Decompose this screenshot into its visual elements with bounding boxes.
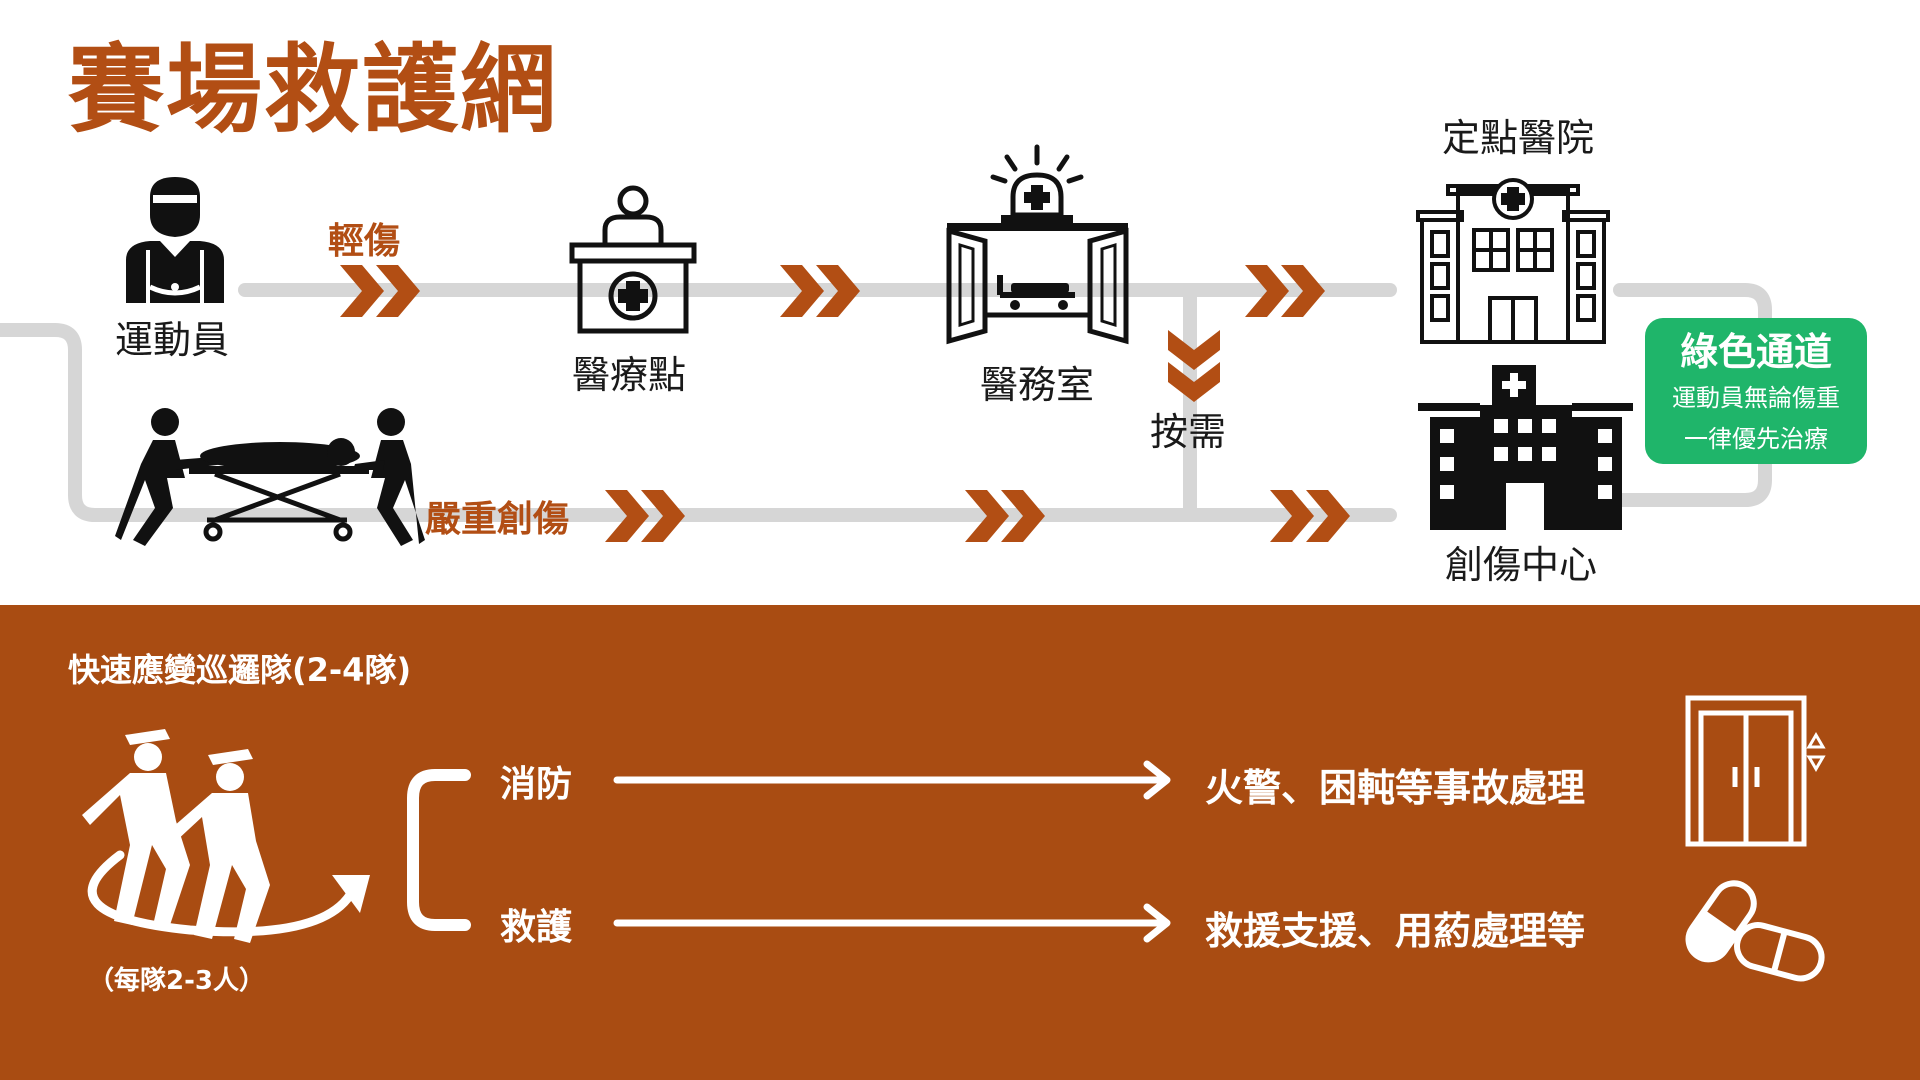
athlete-icon [126,177,224,303]
arrow-right-icon [613,760,1171,800]
chevron-right-icon [340,265,420,317]
trauma-center-icon [1418,365,1633,530]
minor-injury-label: 輕傷 [328,221,401,262]
as-needed-label: 按需 [1150,410,1227,454]
chevron-right-icon [605,490,685,542]
patrol-team-icon [82,729,370,943]
fire-desc: 火警、困軘等事故處理 [1205,766,1586,810]
stretcher-bearers-icon [115,408,425,546]
chevron-right-icon [965,490,1045,542]
chevron-down-icon [1168,330,1220,402]
medical-point-label: 醫療點 [572,353,687,397]
chevron-right-icon [1245,265,1325,317]
patrol-section: 快速應變巡邏隊(2-4隊) （每隊2-3人） 消防 火警、困軘等事故處理 [0,605,1920,1080]
rescue-label: 救護 [500,907,573,948]
severe-trauma-label: 嚴重創傷 [425,499,570,540]
athlete-label: 運動員 [115,318,230,362]
page-title: 賽場救護網 [68,34,558,146]
green-channel-line1: 運動員無論傷重 [1672,383,1840,412]
bracket-shape [407,769,471,931]
rescue-desc: 救援支援、用葯處理等 [1205,909,1586,953]
medical-office-icon [946,144,1129,345]
medical-office-label: 醫務室 [980,363,1095,407]
green-channel-box: 綠色通道 運動員無論傷重 一律優先治療 [1645,318,1867,464]
chevron-right-icon [780,265,860,317]
pills-icon [1685,880,1825,982]
team-size-label: （每隊2-3人） [88,966,265,996]
patrol-title: 快速應變巡邏隊(2-4隊) [68,651,412,689]
fire-label: 消防 [500,764,573,805]
elevator-icon [1685,695,1826,847]
hospital-icon [1416,178,1610,344]
arrow-right-icon [613,903,1171,943]
chevron-right-icon [1270,490,1350,542]
green-channel-line2: 一律優先治療 [1684,424,1828,453]
green-channel-title: 綠色通道 [1679,330,1832,374]
medical-desk-icon [569,185,697,334]
trauma-center-label: 創傷中心 [1445,543,1598,587]
designated-hospital-label: 定點醫院 [1442,116,1595,160]
